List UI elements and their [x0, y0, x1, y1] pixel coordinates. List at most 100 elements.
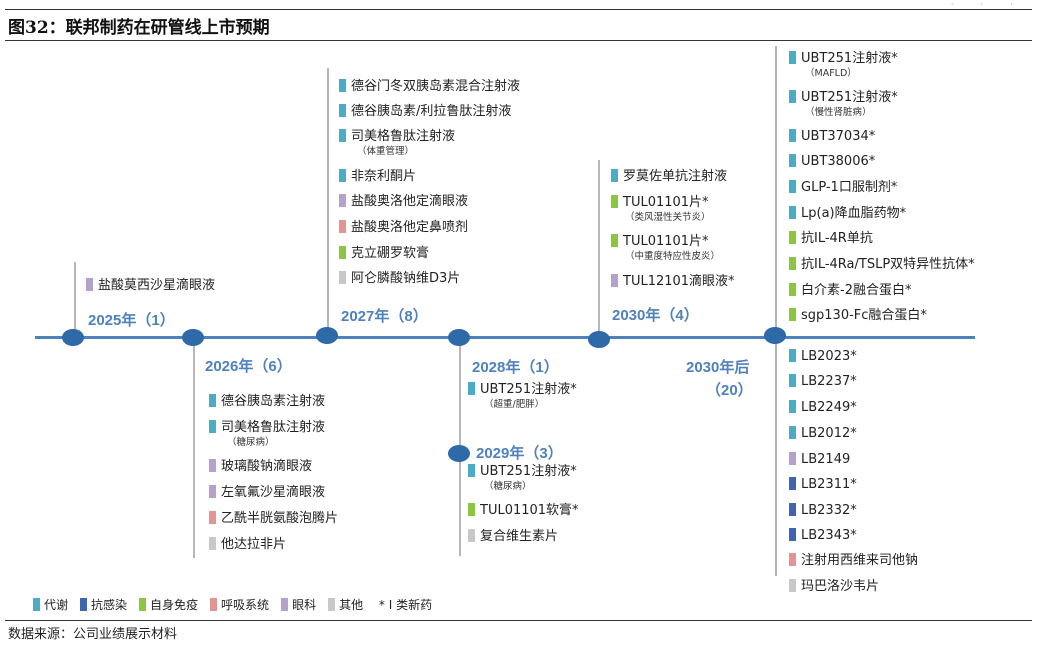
category-swatch — [789, 477, 796, 490]
category-swatch — [339, 169, 346, 182]
pipeline-item-label: 德谷门冬双胰岛素混合注射液 — [351, 79, 521, 94]
category-swatch — [339, 271, 346, 284]
category-swatch — [611, 195, 618, 208]
pipeline-item: LB2149 — [789, 452, 850, 468]
title-rule — [5, 40, 1032, 41]
category-swatch — [468, 503, 475, 516]
pipeline-item-label: LB2149 — [801, 452, 851, 467]
pipeline-item-label: 德谷胰岛素注射液 — [221, 394, 326, 409]
pipeline-item: TUL12101滴眼液* — [611, 274, 735, 290]
pipeline-item: 盐酸莫西沙星滴眼液 — [86, 278, 215, 294]
node-2028 — [448, 329, 470, 346]
category-swatch — [789, 90, 796, 103]
pipeline-item-label: 玛巴洛沙韦片 — [801, 579, 880, 594]
pipeline-item-label: 他达拉非片 — [221, 537, 287, 552]
pipeline-item-label: 德谷胰岛素/利拉鲁肽注射液 — [351, 104, 512, 119]
pipeline-item: LB2012* — [789, 426, 857, 442]
category-swatch — [209, 394, 216, 407]
pipeline-item: UBT251注射液* — [468, 464, 577, 480]
pipeline-item: LB2332* — [789, 503, 857, 519]
connector-2030plus — [775, 46, 777, 576]
category-swatch — [339, 194, 346, 207]
bottom-rule — [5, 620, 1032, 621]
legend-label: 眼科 — [292, 598, 317, 612]
category-swatch — [789, 579, 796, 592]
category-swatch — [468, 464, 475, 477]
legend-label: 抗感染 — [91, 598, 128, 612]
category-swatch — [339, 129, 346, 142]
pipeline-item-label: LB2237* — [801, 374, 857, 389]
legend: 代谢抗感染自身免疫呼吸系统眼科其他 * I 类新药 — [33, 596, 444, 614]
category-swatch — [789, 452, 796, 465]
pipeline-item: 复合维生素片 — [468, 529, 558, 545]
pipeline-item-note: （MAFLD） — [805, 68, 857, 79]
category-swatch — [611, 169, 618, 182]
category-swatch — [209, 459, 216, 472]
category-swatch — [339, 79, 346, 92]
year-label-2025: 2025年（1） — [88, 312, 175, 329]
pipeline-item-label: 左氧氟沙星滴眼液 — [221, 485, 326, 500]
pipeline-item: 玛巴洛沙韦片 — [789, 579, 879, 595]
pipeline-item-note: （糖尿病） — [227, 437, 275, 448]
category-swatch — [789, 154, 796, 167]
pipeline-item-label: 克立硼罗软膏 — [351, 246, 430, 261]
year-label-2030: 2030年（4） — [612, 307, 699, 324]
pipeline-item: TUL01101片* — [611, 195, 709, 211]
category-swatch — [789, 231, 796, 244]
category-swatch — [789, 283, 796, 296]
category-swatch — [339, 246, 346, 259]
pipeline-item: LB2311* — [789, 477, 857, 493]
pipeline-item-note: （类风湿性关节炎） — [625, 212, 711, 223]
pipeline-item: 德谷门冬双胰岛素混合注射液 — [339, 79, 520, 95]
pipeline-item-label: 抗IL-4Ra/TSLP双特异性抗体* — [801, 257, 975, 272]
category-swatch — [789, 374, 796, 387]
pipeline-item-note: （体重管理） — [357, 146, 415, 157]
legend-label: 其他 — [339, 598, 364, 612]
pipeline-item-label: UBT38006* — [801, 154, 876, 169]
legend-swatch — [139, 598, 147, 611]
legend-entry: 呼吸系统 — [210, 596, 269, 613]
pipeline-item-label: UBT251注射液* — [480, 464, 577, 479]
node-2026 — [182, 329, 204, 346]
year-label-2028: 2028年（1） — [472, 359, 559, 376]
legend-swatch — [210, 598, 218, 611]
legend-swatch — [80, 598, 88, 611]
pipeline-item-label: 抗IL-4R单抗 — [801, 231, 873, 246]
pipeline-item-label: GLP-1口服制剂* — [801, 180, 898, 195]
category-swatch — [86, 278, 93, 291]
legend-entry: 自身免疫 — [139, 596, 198, 613]
pipeline-item-note: （超重/肥胖） — [484, 399, 545, 410]
pipeline-item: 阿仑膦酸钠维D3片 — [339, 271, 460, 287]
category-swatch — [789, 349, 796, 362]
node-2027 — [316, 327, 338, 344]
source-note: 数据来源：公司业绩展示材料 — [8, 627, 178, 642]
pipeline-item: Lp(a)降血脂药物* — [789, 206, 906, 222]
connector-2027 — [327, 68, 329, 330]
pipeline-item: TUL01101软膏* — [468, 503, 579, 519]
pipeline-item-label: UBT251注射液* — [801, 51, 898, 66]
category-swatch — [209, 511, 216, 524]
pipeline-item: LB2023* — [789, 349, 857, 365]
pipeline-item: sgp130-Fc融合蛋白* — [789, 308, 927, 324]
pipeline-item: UBT251注射液* — [468, 382, 577, 398]
category-swatch — [209, 485, 216, 498]
pipeline-item: 克立硼罗软膏 — [339, 246, 429, 262]
pipeline-item: LB2249* — [789, 400, 857, 416]
pipeline-item-label: 司美格鲁肽注射液 — [351, 129, 456, 144]
node-2029 — [448, 445, 470, 462]
pipeline-item-label: 非奈利酮片 — [351, 169, 417, 184]
category-swatch — [789, 503, 796, 516]
pipeline-item-note: （糖尿病） — [484, 481, 532, 492]
pipeline-item-label: 白介素-2融合蛋白* — [801, 283, 912, 298]
category-swatch — [789, 553, 796, 566]
pipeline-item-label: 注射用西维来司他钠 — [801, 553, 919, 568]
connector-2026 — [193, 344, 195, 558]
pipeline-item: 乙酰半胱氨酸泡腾片 — [209, 511, 338, 527]
pipeline-item-label: UBT251注射液* — [801, 90, 898, 105]
year-count-2030plus: （20） — [706, 382, 753, 399]
year-label-2030plus: 2030年后 — [686, 359, 750, 376]
category-swatch — [789, 308, 796, 321]
pipeline-item-label: LB2332* — [801, 503, 857, 518]
pipeline-item: 玻璃酸钠滴眼液 — [209, 459, 312, 475]
pipeline-item-note: （中重度特应性皮炎） — [625, 251, 721, 262]
